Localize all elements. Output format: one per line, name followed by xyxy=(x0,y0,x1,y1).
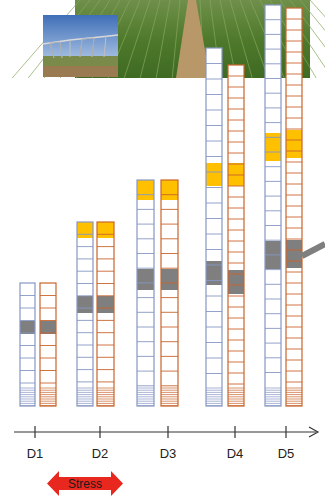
cell-column xyxy=(161,180,178,406)
axis-label: D5 xyxy=(278,446,295,461)
cell-column xyxy=(20,283,35,406)
axis-label: D4 xyxy=(227,446,244,461)
stress-label: Stress xyxy=(47,477,123,491)
axis-label: D1 xyxy=(27,446,44,461)
axis-label: D2 xyxy=(92,446,109,461)
stress-arrow: Stress xyxy=(47,471,123,496)
cell-column xyxy=(97,222,114,406)
axis-label: D3 xyxy=(160,446,177,461)
cell-column xyxy=(206,48,222,406)
cell-column xyxy=(228,65,244,406)
time-axis xyxy=(14,426,318,438)
cell-column xyxy=(77,222,93,406)
grey-leader xyxy=(302,244,325,256)
cell-column xyxy=(137,180,154,406)
cell-column xyxy=(286,8,302,406)
cell-column xyxy=(265,5,281,406)
pivot-photo xyxy=(43,15,118,77)
cell-column xyxy=(40,283,56,406)
